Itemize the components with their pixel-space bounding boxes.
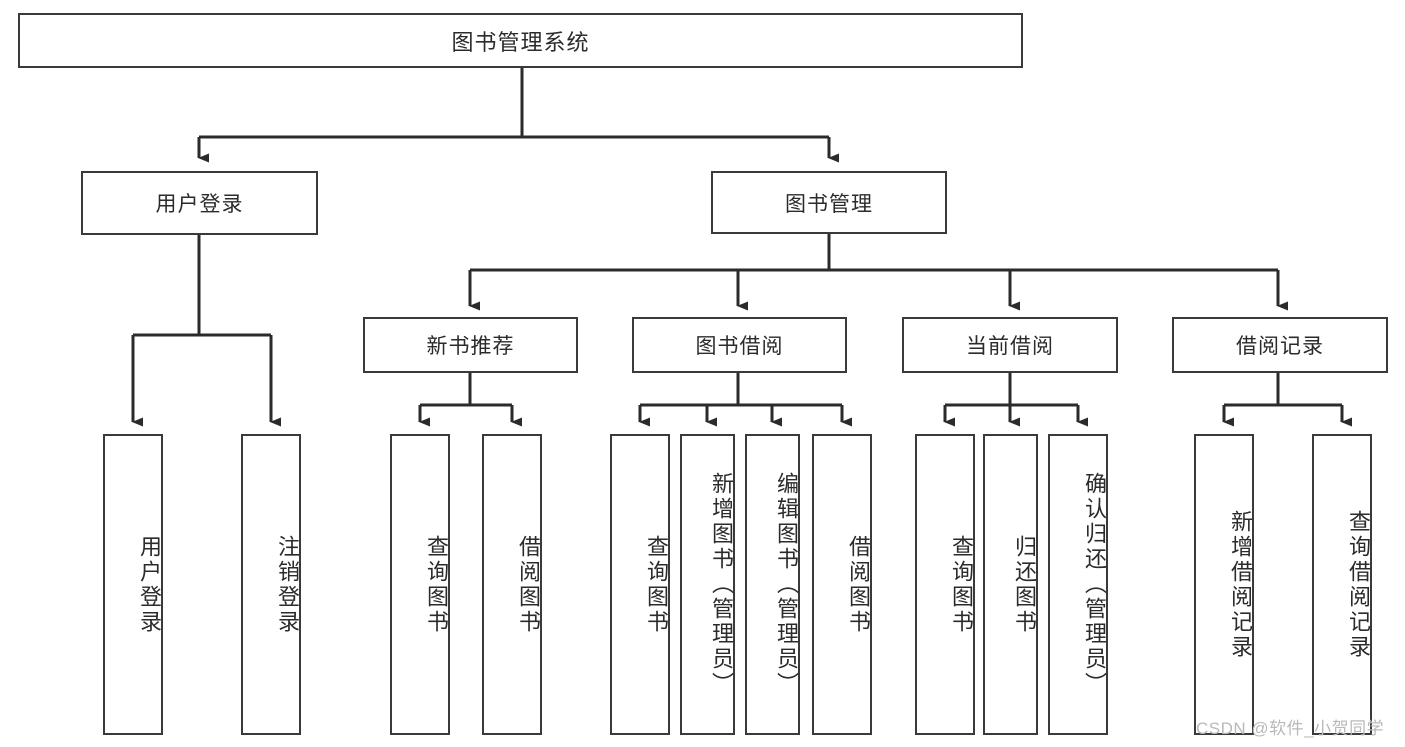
node-label: 借阅记录 [1236,335,1324,358]
leaf-current-return-book[interactable]: 归还图书 [983,434,1038,735]
leaf-borrow-query-book[interactable]: 查询图书 [610,434,670,735]
leaf-borrow-edit-book-admin[interactable]: 编辑图书（管理员） [745,434,800,735]
leaf-borrow-borrow-book[interactable]: 借阅图书 [812,434,872,735]
node-label: 新增借阅记录 [1228,509,1253,660]
leaf-user-login-login[interactable]: 用户登录 [103,434,163,735]
node-label: 用户登录 [155,193,244,216]
node-label: 新书推荐 [426,335,515,358]
node-label: 借阅图书 [846,534,871,635]
node-label: 查询借阅记录 [1346,509,1371,660]
leaf-user-login-logout[interactable]: 注销登录 [241,434,301,735]
node-label: 图书管理系统 [451,29,590,55]
node-book-borrow[interactable]: 图书借阅 [632,317,847,373]
node-label: 新增图书（管理员） [709,472,734,697]
node-label: 注销登录 [275,534,300,635]
node-label: 当前借阅 [966,335,1054,358]
leaf-record-add-record[interactable]: 新增借阅记录 [1194,434,1254,735]
leaf-record-query-record[interactable]: 查询借阅记录 [1312,434,1372,735]
watermark-text: CSDN @软件_小贺同学 [1196,719,1385,738]
node-root-system[interactable]: 图书管理系统 [18,13,1023,68]
node-label: 用户登录 [137,534,162,635]
leaf-current-query-book[interactable]: 查询图书 [915,434,975,735]
node-label: 编辑图书（管理员） [774,472,799,697]
node-borrow-record[interactable]: 借阅记录 [1172,317,1388,373]
node-current-borrow[interactable]: 当前借阅 [902,317,1118,373]
leaf-current-confirm-return-admin[interactable]: 确认归还（管理员） [1048,434,1108,735]
leaf-borrow-add-book-admin[interactable]: 新增图书（管理员） [680,434,735,735]
node-label: 归还图书 [1012,534,1037,635]
leaf-recommend-query-book[interactable]: 查询图书 [390,434,450,735]
node-book-management[interactable]: 图书管理 [711,171,947,234]
node-label: 图书借阅 [695,335,784,358]
node-label: 图书管理 [785,192,873,216]
node-label: 查询图书 [424,534,449,635]
node-label: 查询图书 [644,534,669,635]
node-label: 确认归还（管理员） [1082,472,1107,697]
node-user-login[interactable]: 用户登录 [81,171,318,235]
node-label: 查询图书 [949,534,974,635]
node-label: 借阅图书 [516,534,541,635]
node-new-book-recommend[interactable]: 新书推荐 [363,317,578,373]
leaf-recommend-borrow-book[interactable]: 借阅图书 [482,434,542,735]
